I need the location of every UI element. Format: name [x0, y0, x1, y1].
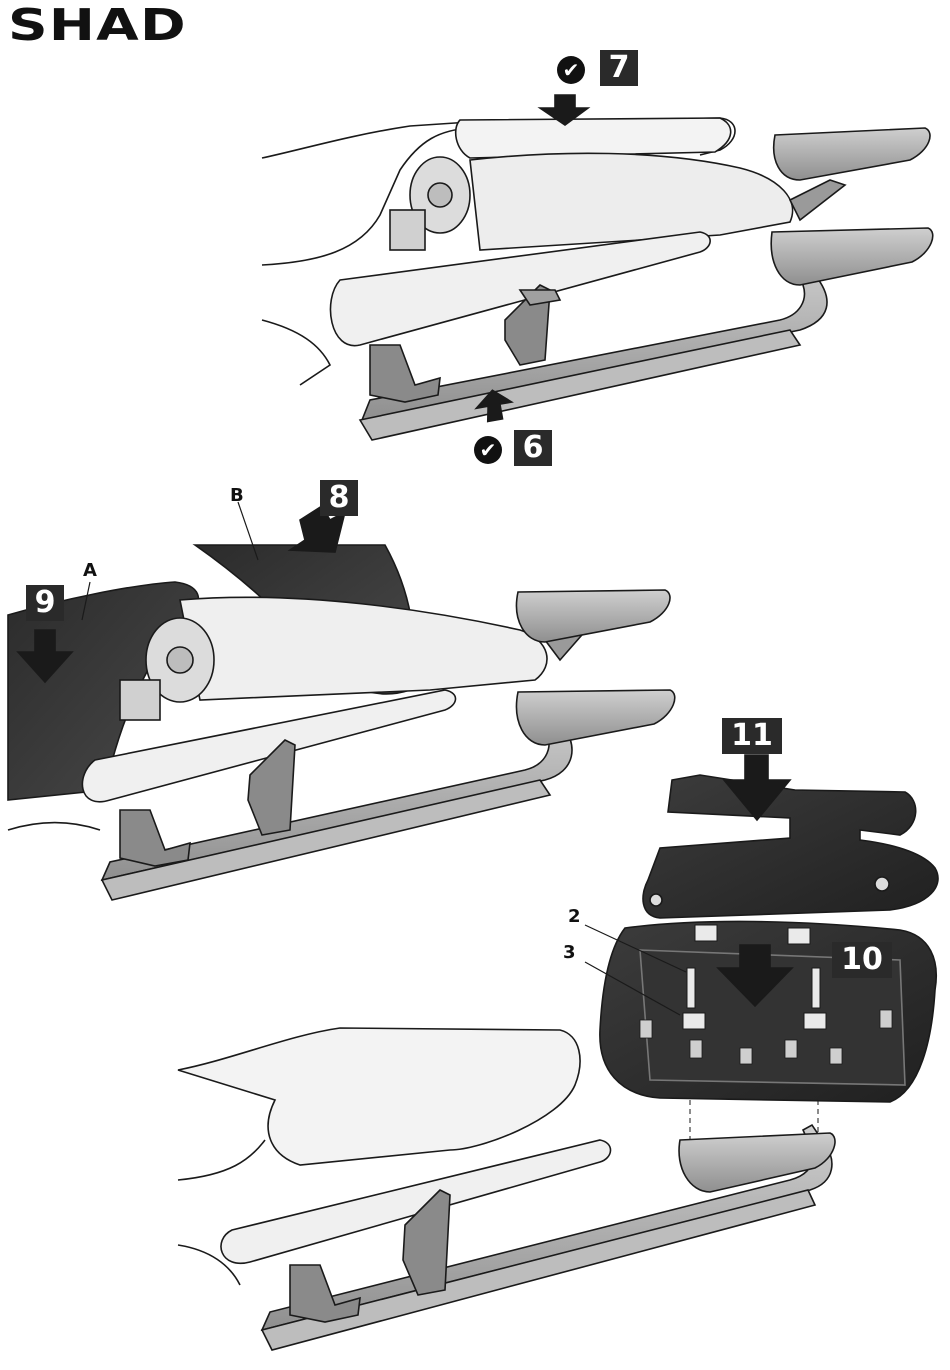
callout-a: A — [83, 560, 97, 581]
rack-pad-upper — [774, 128, 930, 180]
step-label-10: 10 — [832, 942, 892, 978]
rack-bracket-left — [370, 345, 440, 402]
callout-3: 3 — [563, 942, 576, 963]
step-label-9: 9 — [26, 585, 64, 621]
rack-pad-upper-2 — [517, 590, 670, 642]
rear-seat-3 — [178, 1028, 580, 1165]
grab-rail-top — [456, 118, 731, 158]
step-label-6: 6 — [514, 430, 552, 466]
check-circle-icon: ✔ — [474, 436, 502, 464]
panel-step-8-9 — [8, 502, 675, 900]
callout-2: 2 — [568, 906, 581, 927]
step-label-8: 8 — [320, 480, 358, 516]
tail-body-2 — [180, 597, 547, 700]
panel-step-6-7 — [262, 95, 933, 440]
mounting-plate-cover — [643, 775, 938, 918]
nut-plate — [695, 925, 717, 941]
callout-b: B — [230, 485, 244, 506]
rack-pad-lower — [771, 228, 933, 285]
tail-body — [470, 153, 793, 250]
step-label-11: 11 — [722, 718, 782, 754]
rack-pad-lower-2 — [517, 690, 675, 745]
check-circle-icon: ✔ — [557, 56, 585, 84]
step-label-7: 7 — [600, 50, 638, 86]
